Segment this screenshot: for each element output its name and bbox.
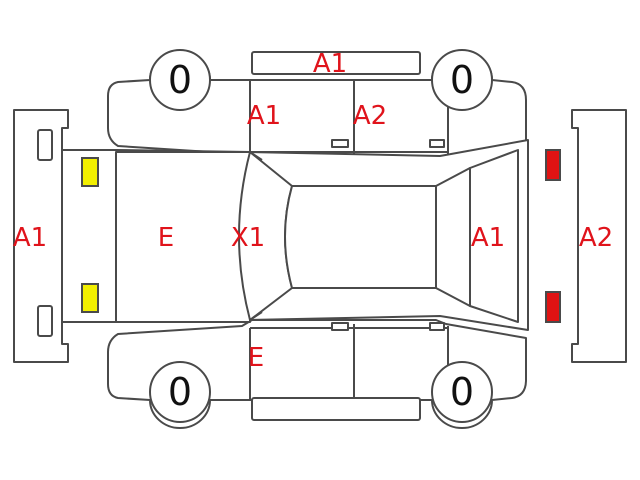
front-lower-vent	[37, 305, 53, 337]
right-side-profile	[107, 319, 527, 429]
code-right-front-door: E	[248, 343, 264, 373]
code-rear-bumper: A2	[579, 223, 613, 253]
code-top-edge: A1	[313, 49, 347, 79]
code-windshield: X1	[231, 223, 265, 253]
rear-right-wheel	[431, 361, 493, 423]
code-hood: E	[158, 223, 174, 253]
left-side-skirt-panel	[251, 51, 421, 75]
rear-right-tyre-value: 0	[450, 370, 474, 414]
right-front-door-handle	[331, 322, 349, 331]
left-front-door-handle	[331, 139, 349, 148]
front-left-tyre-value: 0	[168, 58, 192, 102]
front-left-headlight	[81, 157, 99, 187]
right-side-body-outline	[107, 319, 527, 429]
code-rear-window: A1	[471, 223, 505, 253]
code-left-front-door: A1	[247, 101, 281, 131]
front-upper-vent	[37, 129, 53, 161]
top-view-body	[61, 139, 561, 331]
front-right-wheel	[149, 361, 211, 423]
left-rear-door-handle	[429, 139, 445, 148]
front-left-wheel	[149, 49, 211, 111]
right-side-skirt-panel	[251, 397, 421, 421]
windshield-corner-top	[249, 151, 263, 161]
roof-panel	[284, 185, 437, 289]
right-rear-door-handle	[429, 322, 445, 331]
front-right-headlight	[81, 283, 99, 313]
rear-left-taillight	[545, 149, 561, 181]
front-bumper-view	[13, 109, 69, 363]
rear-bumper-outline	[571, 109, 627, 363]
code-front-bumper: A1	[13, 223, 47, 253]
hood-panel	[115, 151, 251, 323]
rear-right-taillight	[545, 291, 561, 323]
rear-left-tyre-value: 0	[450, 58, 474, 102]
windshield-corner-bottom	[249, 311, 263, 321]
code-left-rear-door: A2	[353, 101, 387, 131]
rear-window-outer	[435, 167, 471, 307]
front-bumper-outline	[13, 109, 69, 363]
trunk-panel	[469, 149, 519, 323]
rear-left-wheel	[431, 49, 493, 111]
rear-bumper-view	[571, 109, 627, 363]
front-right-tyre-value: 0	[168, 370, 192, 414]
